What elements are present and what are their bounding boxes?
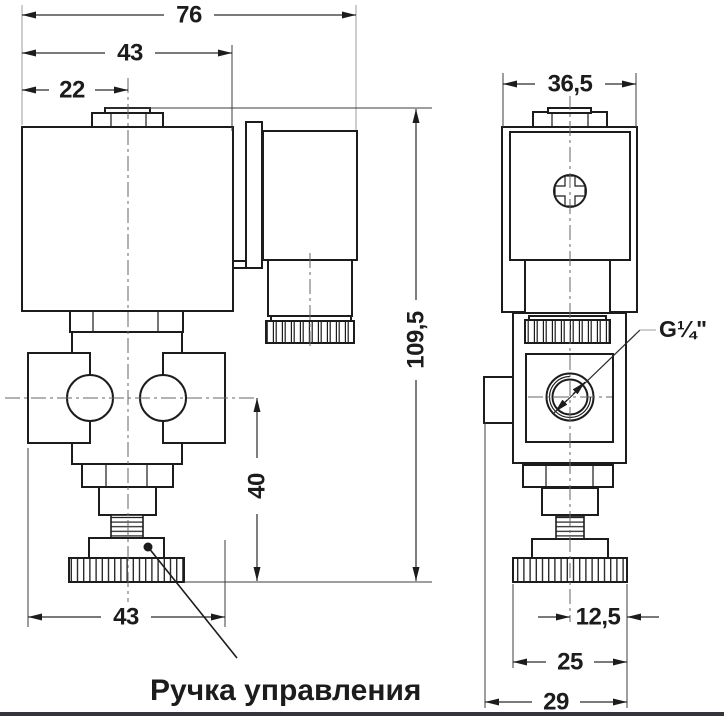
- dim-label-22: 22: [59, 77, 85, 104]
- dim-label-12-5: 12,5: [576, 604, 621, 631]
- port-thread-callout: G¼": [553, 316, 707, 414]
- dim-label-40: 40: [244, 473, 271, 499]
- dim-front-total-width: 76: [22, 2, 356, 29]
- valve-flange-front: [69, 310, 184, 333]
- cable-gland-ribbed-nut-side: [524, 319, 611, 344]
- knob-top-front: [88, 537, 165, 559]
- dimensions: 76 43 22 109,5 40 43: [22, 2, 659, 716]
- callouts: G¼" Ручка управления: [143, 316, 707, 707]
- dim-front-cap-offset: 22: [22, 77, 128, 104]
- dim-label-109-5: 109,5: [403, 311, 430, 369]
- dim-side-knob-width: 25: [513, 649, 627, 676]
- dim-label-43-bottom: 43: [113, 604, 139, 631]
- dim-side-knob-half-width: 12,5: [538, 604, 659, 631]
- phillips-cross-icon: [554, 175, 586, 207]
- dim-side-total-depth: 29: [485, 689, 627, 716]
- dim-front-body-width: 43: [28, 604, 225, 631]
- side-view: [483, 107, 638, 583]
- dim-front-lower-height: 40: [244, 398, 271, 581]
- connector-plate: [245, 121, 263, 269]
- port-thread-label: G¼": [659, 316, 707, 342]
- threaded-stem-front: [110, 514, 144, 539]
- centerlines: [5, 78, 612, 622]
- dim-label-76: 76: [176, 2, 202, 29]
- extension-lines: [21, 5, 637, 708]
- dim-label-29: 29: [543, 689, 569, 716]
- dim-label-36-5: 36,5: [548, 71, 593, 98]
- bottom-border-line: [0, 712, 724, 716]
- connector-lower-block-side: [524, 259, 611, 314]
- dim-label-43-top: 43: [117, 40, 143, 67]
- dim-front-coil-width: 43: [22, 40, 232, 67]
- dim-side-coil-width: 36,5: [503, 71, 636, 98]
- connector-link: [232, 260, 247, 269]
- dim-front-total-height: 109,5: [402, 109, 430, 581]
- dim-label-25: 25: [557, 649, 583, 676]
- handle-callout: Ручка управления: [143, 542, 421, 707]
- hex-nut-side: [522, 464, 614, 488]
- handle-label: Ручка управления: [150, 674, 421, 707]
- stem-block-front: [98, 486, 157, 516]
- knurled-knob-front: [68, 557, 185, 583]
- front-view: [21, 107, 358, 583]
- side-tab: [483, 376, 514, 424]
- connector-body: [262, 130, 358, 261]
